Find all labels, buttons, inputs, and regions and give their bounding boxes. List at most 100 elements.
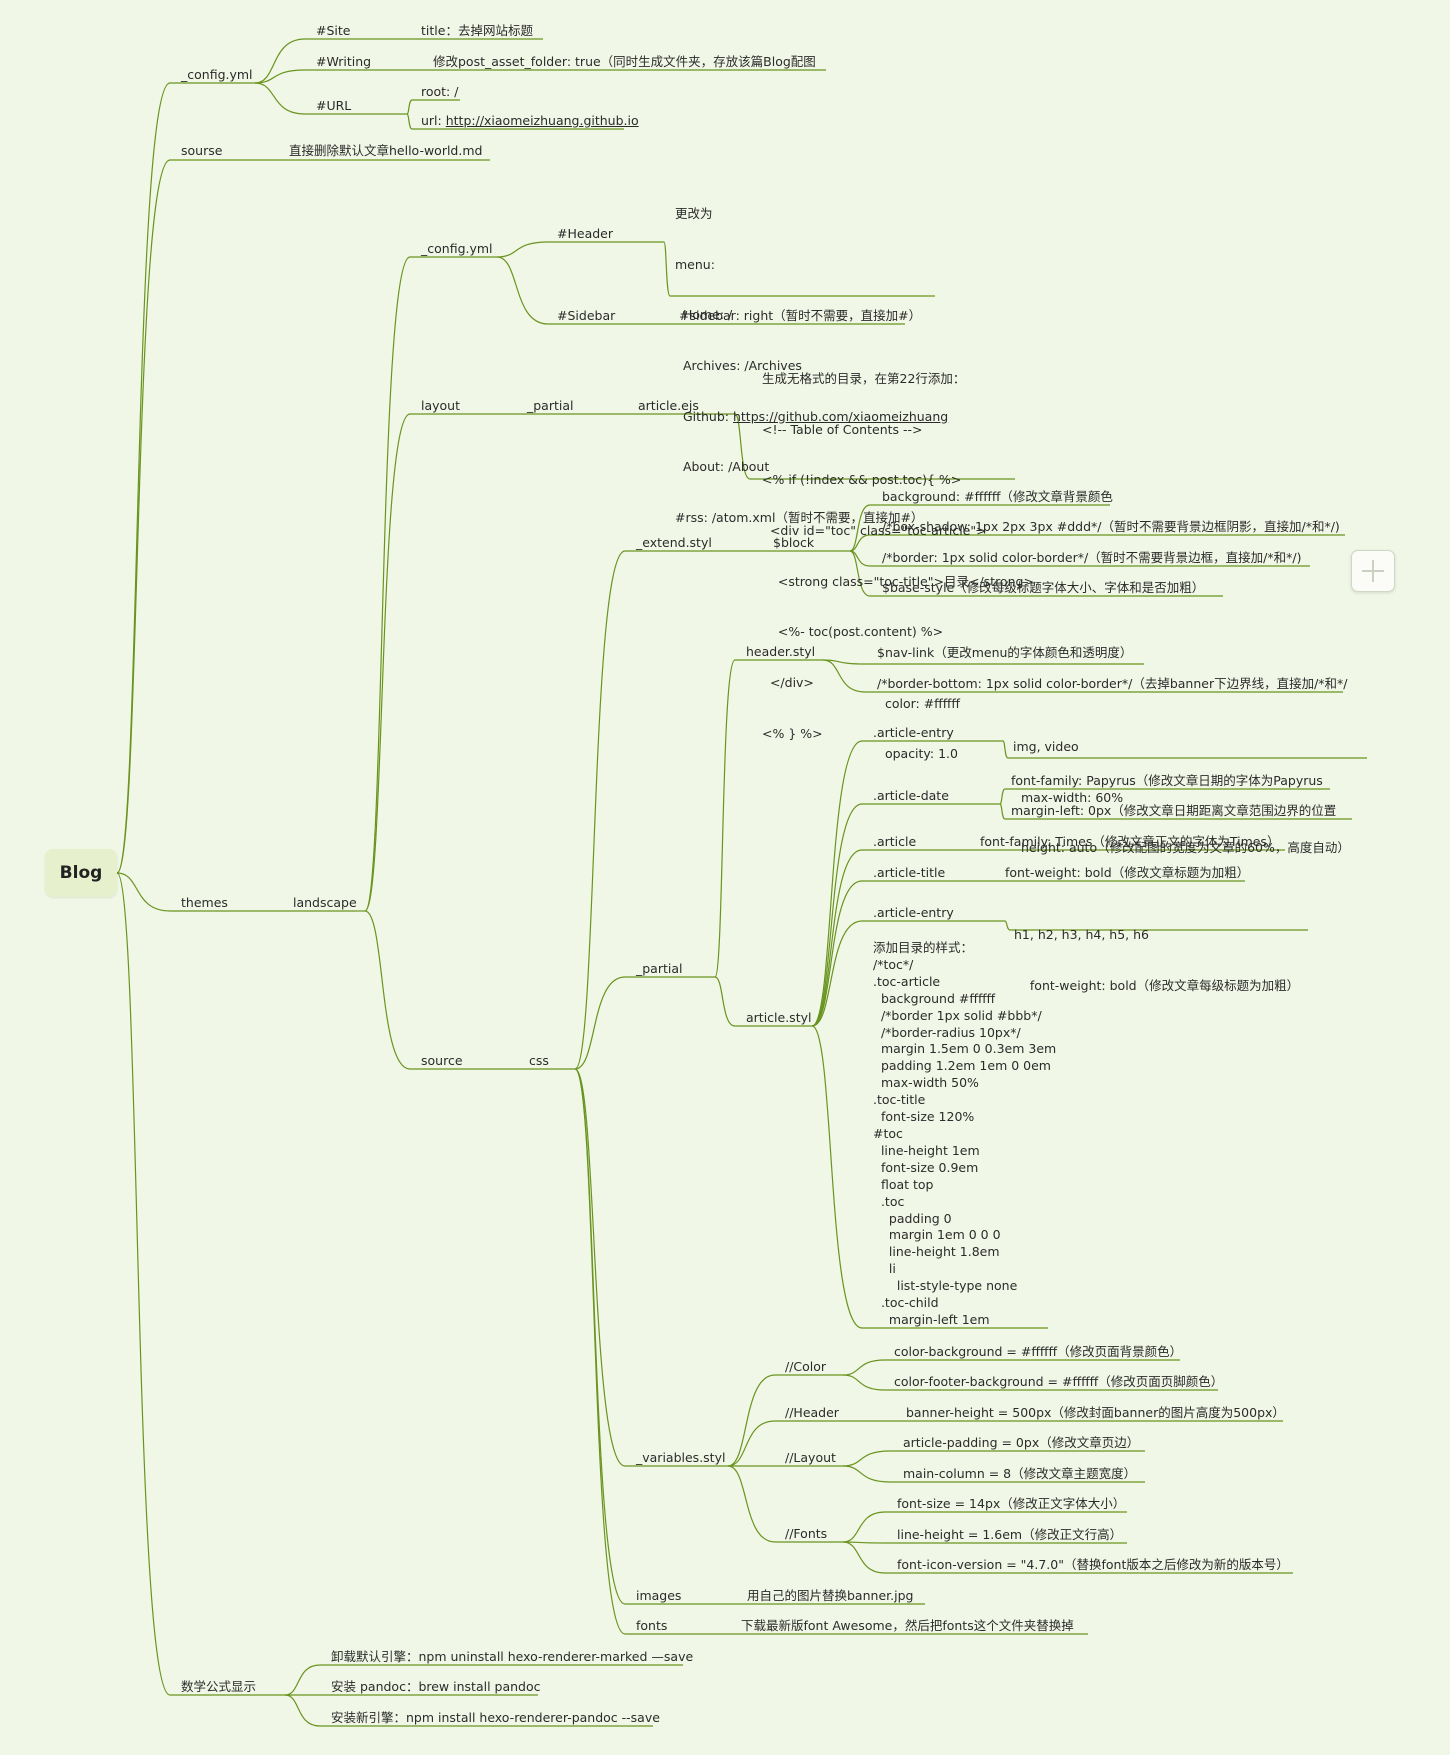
node-landscape[interactable]: landscape bbox=[293, 895, 357, 910]
node-math[interactable]: 数学公式显示 bbox=[181, 1679, 257, 1694]
node-math-item[interactable]: 安装 pandoc：brew install pandoc bbox=[331, 1679, 541, 1694]
node-css[interactable]: css bbox=[529, 1053, 549, 1068]
node-v-header-value[interactable]: banner-height = 500px（修改封面banner的图片高度为50… bbox=[906, 1405, 1285, 1420]
header-menu-line: menu: bbox=[675, 256, 715, 272]
node-v-layout[interactable]: //Layout bbox=[785, 1450, 836, 1465]
code-line: <!-- Table of Contents --> bbox=[762, 421, 923, 437]
node-article-title-value[interactable]: font-weight: bold（修改文章标题为加粗） bbox=[1005, 865, 1250, 880]
node-color[interactable]: //Color bbox=[785, 1359, 827, 1374]
header-menu-line: #rss: /atom.xml（暂时不需要，直接加#） bbox=[675, 510, 924, 526]
connector-line bbox=[811, 920, 863, 1027]
node-article-value[interactable]: font-family: Times（修改文章正文的字体为Times） bbox=[980, 834, 1280, 849]
node-landscape-config[interactable]: _config.yml bbox=[421, 241, 493, 256]
node-partial[interactable]: _partial bbox=[636, 961, 683, 976]
toc-css-line: font-size 0.9em bbox=[873, 1159, 979, 1175]
toc-css-line: list-style-type none bbox=[873, 1278, 1018, 1294]
node-v-layout-item[interactable]: main-column = 8（修改文章主题宽度） bbox=[903, 1466, 1137, 1481]
node-math-item[interactable]: 卸载默认引擎：npm uninstall hexo-renderer-marke… bbox=[331, 1649, 694, 1664]
node-config-yml[interactable]: _config.yml bbox=[181, 67, 253, 82]
node-article-styl[interactable]: article.styl bbox=[746, 1010, 812, 1025]
connector-line bbox=[727, 1465, 776, 1543]
node-article-date[interactable]: .article-date bbox=[873, 788, 949, 803]
header-menu-line: 更改为 bbox=[675, 205, 713, 221]
node-v-fonts[interactable]: //Fonts bbox=[785, 1526, 828, 1541]
node-article-date-item[interactable]: margin-left: 0px（修改文章日期距离文章范围边界的位置 bbox=[1011, 803, 1337, 818]
node-article-entry[interactable]: .article-entry bbox=[873, 725, 954, 740]
node-v-header[interactable]: //Header bbox=[785, 1405, 839, 1420]
node-article-ejs-value[interactable]: 生成无格式的目录，在第22行添加： <!-- Table of Contents… bbox=[762, 337, 1034, 777]
node-article-entry-2-value[interactable]: h1, h2, h3, h4, h5, h6 font-weight: bold… bbox=[1014, 893, 1299, 1028]
node-article-entry-value[interactable]: img, video max-width: 60% height: auto（修… bbox=[1013, 705, 1350, 891]
node-block-item[interactable]: $base-style（修改每级标题字体大小、字体和是否加粗） bbox=[882, 580, 1205, 595]
node-header-menu[interactable]: 更改为 menu: Home: / Archives: /Archives Gi… bbox=[675, 172, 948, 561]
toc-css-line: .toc bbox=[873, 1193, 905, 1209]
root-node-blog[interactable]: Blog bbox=[45, 849, 117, 897]
node-border-bottom[interactable]: /*border-bottom: 1px solid color-border*… bbox=[877, 676, 1348, 691]
connector-line bbox=[574, 550, 626, 1070]
node-images-value[interactable]: 用自己的图片替换banner.jpg bbox=[747, 1588, 914, 1603]
code-line: <strong class="toc-title">目录</strong> bbox=[762, 573, 1034, 589]
node-block-item[interactable]: background: #ffffff（修改文章背景颜色 bbox=[882, 489, 1113, 504]
node-sourse[interactable]: sourse bbox=[181, 143, 223, 158]
node-toc-css[interactable]: 添加目录的样式：/*toc*/.toc-article background #… bbox=[873, 940, 1056, 1329]
node-article-entry-2[interactable]: .article-entry bbox=[873, 905, 954, 920]
value-line: max-width: 60% bbox=[1013, 789, 1124, 805]
node-nav-link[interactable]: $nav-link（更改menu的字体颜色和透明度） color: #fffff… bbox=[877, 611, 1132, 797]
node-url-root[interactable]: root: / bbox=[421, 84, 459, 99]
code-line: <% if (!index && post.toc){ %> bbox=[762, 472, 962, 488]
connector-line bbox=[284, 1664, 321, 1696]
node-images[interactable]: images bbox=[636, 1588, 682, 1603]
node-url[interactable]: #URL bbox=[316, 98, 352, 113]
xiaomeizhuang-link[interactable]: http://xiaomeizhuang.github.io bbox=[445, 113, 639, 128]
github-link[interactable]: https://github.com/xiaomeizhuang bbox=[732, 408, 949, 424]
node-header-styl[interactable]: header.styl bbox=[746, 644, 816, 659]
node-fonts-value[interactable]: 下载最新版font Awesome，然后把fonts这个文件夹替换掉 bbox=[741, 1618, 1074, 1633]
toc-css-line: 添加目录的样式： bbox=[873, 940, 974, 955]
node-sourse-value[interactable]: 直接删除默认文章hello-world.md bbox=[289, 143, 483, 158]
node-v-fonts-item[interactable]: line-height = 1.6em（修改正文行高） bbox=[897, 1527, 1123, 1542]
node-source[interactable]: source bbox=[421, 1053, 463, 1068]
node-article-date-item[interactable]: font-family: Papyrus（修改文章日期的字体为Papyrus bbox=[1011, 773, 1323, 788]
connector-line bbox=[406, 113, 413, 130]
code-line: 生成无格式的目录，在第22行添加： bbox=[762, 370, 966, 386]
github-prefix: Github: bbox=[675, 408, 733, 424]
toc-css-line: max-width 50% bbox=[873, 1075, 979, 1091]
node-site[interactable]: #Site bbox=[316, 23, 351, 38]
connector-line bbox=[574, 976, 626, 1070]
node-v-fonts-item[interactable]: font-size = 14px（修改正文字体大小） bbox=[897, 1496, 1126, 1511]
node-sidebar-value[interactable]: #sidebar: right（暂时不需要，直接加#） bbox=[679, 308, 922, 323]
toc-css-line: padding 0 bbox=[873, 1210, 952, 1226]
node-block-item[interactable]: /*border: 1px solid color-border*/（暂时不需要… bbox=[882, 550, 1302, 565]
node-block-item[interactable]: /*box-shadow: 1px 2px 3px #ddd*/（暂时不需要背景… bbox=[882, 519, 1340, 534]
node-writing-value[interactable]: 修改post_asset_folder: true（同时生成文件夹，存放该篇Bl… bbox=[433, 54, 816, 69]
node-article-ejs[interactable]: article.ejs bbox=[638, 398, 699, 413]
toc-css-line: .toc-child bbox=[873, 1295, 939, 1311]
node-header[interactable]: #Header bbox=[557, 226, 613, 241]
connector-line bbox=[727, 1420, 776, 1467]
node-fonts[interactable]: fonts bbox=[636, 1618, 668, 1633]
node-site-title[interactable]: title：去掉网站标题 bbox=[421, 23, 533, 38]
add-node-button[interactable] bbox=[1351, 550, 1395, 592]
node-variables-styl[interactable]: _variables.styl bbox=[636, 1450, 726, 1465]
node-color-item[interactable]: color-background = #ffffff（修改页面背景颜色） bbox=[894, 1344, 1183, 1359]
node-block[interactable]: $block bbox=[773, 535, 815, 550]
node-color-item[interactable]: color-footer-background = #ffffff（修改页面页脚… bbox=[894, 1374, 1224, 1389]
node-layout-partial[interactable]: _partial bbox=[527, 398, 574, 413]
node-writing[interactable]: #Writing bbox=[316, 54, 372, 69]
node-url-url[interactable]: url: http://xiaomeizhuang.github.io bbox=[421, 113, 639, 130]
node-article[interactable]: .article bbox=[873, 834, 917, 849]
node-extend-styl[interactable]: _extend.styl bbox=[636, 535, 712, 550]
node-themes[interactable]: themes bbox=[181, 895, 228, 910]
nav-link-line: $nav-link（更改menu的字体颜色和透明度） bbox=[877, 644, 1133, 660]
connector-line bbox=[842, 1359, 886, 1376]
connector-line bbox=[284, 1694, 321, 1727]
node-sidebar[interactable]: #Sidebar bbox=[557, 308, 616, 323]
code-line: </div> bbox=[762, 675, 814, 691]
node-article-title[interactable]: .article-title bbox=[873, 865, 946, 880]
node-v-layout-item[interactable]: article-padding = 0px（修改文章页边） bbox=[903, 1435, 1140, 1450]
node-math-item[interactable]: 安装新引擎：npm install hexo-renderer-pandoc -… bbox=[331, 1710, 660, 1725]
node-layout[interactable]: layout bbox=[421, 398, 461, 413]
connector-line bbox=[254, 38, 306, 84]
node-v-fonts-item[interactable]: font-icon-version = "4.7.0"（替换font版本之后修改… bbox=[897, 1557, 1289, 1572]
